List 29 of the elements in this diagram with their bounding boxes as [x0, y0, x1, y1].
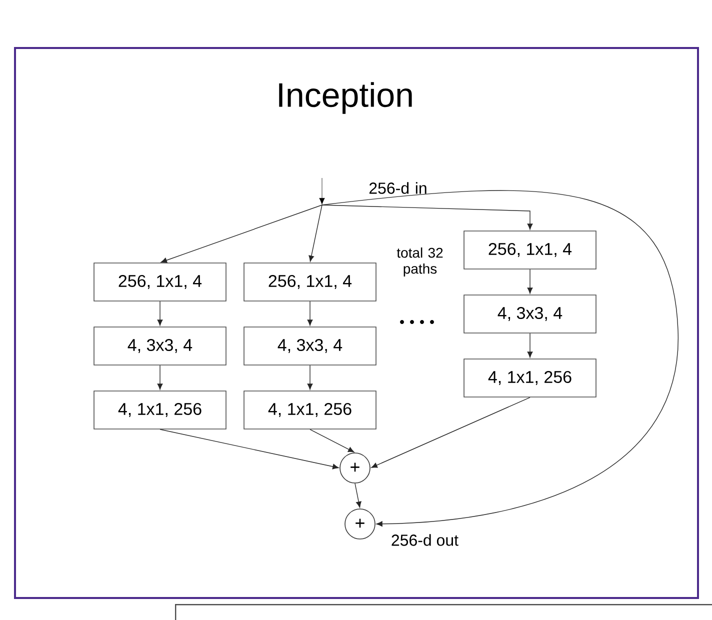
arrow [371, 397, 530, 468]
output-label: 256-d out [392, 534, 458, 546]
arrow [308, 204, 322, 262]
arrow [160, 429, 339, 470]
arrow [307, 365, 313, 390]
title: Inception [279, 82, 412, 114]
layer-box: 4, 1x1, 256 [94, 390, 226, 430]
layer-box: 256, 1x1, 4 [94, 262, 226, 302]
arrow [322, 204, 533, 230]
arrow [157, 301, 163, 326]
layer-box: 4, 3x3, 4 [94, 326, 226, 366]
arrow [160, 204, 322, 263]
layer-box: 4, 3x3, 4 [244, 326, 376, 366]
arrow [527, 269, 533, 294]
layer-box: 4, 3x3, 4 [464, 294, 596, 334]
layer-box: 256, 1x1, 4 [464, 230, 596, 270]
text-label: total 32 paths [396, 247, 443, 277]
slide-card [175, 604, 712, 620]
arrow [310, 429, 354, 452]
arrow [354, 483, 362, 508]
layer-box: 256, 1x1, 4 [244, 262, 376, 302]
arrow [157, 365, 163, 390]
arrow [319, 178, 325, 204]
layer-box: 4, 1x1, 256 [244, 390, 376, 430]
arrow [307, 301, 313, 326]
arrow [322, 190, 678, 527]
arrow [527, 333, 533, 358]
text-label: 256-d in [369, 182, 426, 194]
layer-box: 4, 1x1, 256 [464, 358, 596, 398]
